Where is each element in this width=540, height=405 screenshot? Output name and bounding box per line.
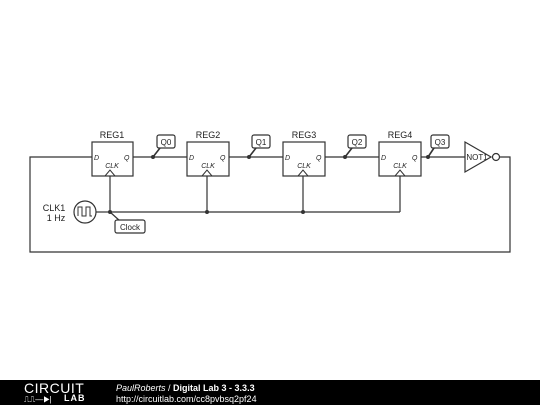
feedback-wire <box>29 156 511 253</box>
clock-source-freq: 1 Hz <box>47 213 66 223</box>
logo-circuit-icon: ⎍⎍—▶| <box>24 395 52 404</box>
reg1-d-pin: D <box>94 155 99 162</box>
register-reg2[interactable]: REG2 D Q CLK <box>186 130 230 177</box>
logo-text-circuit: CIRCUIT <box>24 380 85 396</box>
reg2-q-pin: Q <box>220 155 226 162</box>
reg4-clk-pin: CLK <box>393 163 407 170</box>
register-reg3[interactable]: REG3 D Q CLK <box>282 130 326 177</box>
reg2-name: REG2 <box>196 130 221 140</box>
probe-q0-label: Q0 <box>161 138 172 147</box>
reg3-name: REG3 <box>292 130 317 140</box>
schematic-canvas: REG1 D Q CLK REG2 D Q CLK REG3 D Q CLK R… <box>29 130 511 253</box>
footer-bar: CIRCUIT ⎍⎍—▶| LAB PaulRoberts / Digital … <box>0 380 540 405</box>
probe-q2[interactable]: Q2 <box>343 134 367 159</box>
circuitlab-logo[interactable]: CIRCUIT ⎍⎍—▶| LAB <box>24 381 94 404</box>
reg1-name: REG1 <box>100 130 125 140</box>
probe-q1-label: Q1 <box>256 138 267 147</box>
clock-source-name: CLK1 <box>43 203 66 213</box>
reg3-d-pin: D <box>285 155 290 162</box>
probe-q2-label: Q2 <box>352 138 363 147</box>
clock-source[interactable]: CLK1 1 Hz <box>43 200 97 224</box>
reg4-d-pin: D <box>381 155 386 162</box>
clock-net-label[interactable]: Clock <box>114 219 146 234</box>
not-gate-label: NOT1 <box>466 153 488 162</box>
byline-separator: / <box>165 383 174 393</box>
register-reg1[interactable]: REG1 D Q CLK <box>91 130 134 177</box>
circuit-byline: PaulRoberts / Digital Lab 3 - 3.3.3 <box>116 383 257 394</box>
junction-dot <box>205 210 209 214</box>
reg2-d-pin: D <box>189 155 194 162</box>
logo-text-lab: LAB <box>64 393 86 403</box>
schematic-diagram: REG1 D Q CLK REG2 D Q CLK REG3 D Q CLK R… <box>29 130 511 253</box>
junction-dot <box>301 210 305 214</box>
reg3-clk-pin: CLK <box>297 163 311 170</box>
reg3-q-pin: Q <box>316 155 322 162</box>
circuit-url[interactable]: http://circuitlab.com/cc8pvbsq2pf24 <box>116 394 257 404</box>
register-reg4[interactable]: REG4 D Q CLK <box>378 130 422 177</box>
square-wave-icon <box>77 206 92 217</box>
probe-q3[interactable]: Q3 <box>426 134 450 159</box>
reg1-clk-pin: CLK <box>105 163 119 170</box>
circuit-title: Digital Lab 3 - 3.3.3 <box>173 383 255 393</box>
clock-net-label-text: Clock <box>120 223 141 232</box>
reg4-q-pin: Q <box>412 155 418 162</box>
probe-q1[interactable]: Q1 <box>247 134 271 159</box>
reg1-q-pin: Q <box>124 155 130 162</box>
junction-dot <box>108 210 112 214</box>
circuit-meta: PaulRoberts / Digital Lab 3 - 3.3.3 http… <box>116 383 257 405</box>
probe-q0[interactable]: Q0 <box>151 134 176 159</box>
probe-q3-label: Q3 <box>435 138 446 147</box>
author-link[interactable]: PaulRoberts <box>116 383 166 393</box>
reg4-name: REG4 <box>388 130 413 140</box>
not-gate[interactable]: NOT1 <box>464 140 501 174</box>
reg2-clk-pin: CLK <box>201 163 215 170</box>
